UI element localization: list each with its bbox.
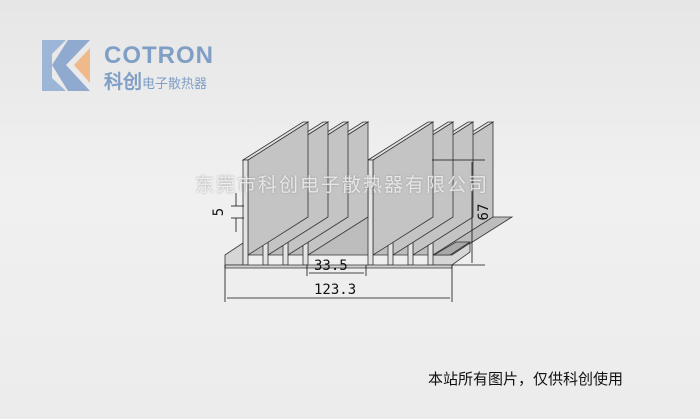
brand-subtitle: 科创电子散热器 xyxy=(104,71,208,93)
dimension-thickness: 5 xyxy=(211,208,227,216)
left-flange xyxy=(224,242,244,266)
heatsink-profile xyxy=(224,121,514,269)
dimension-total-width: 123.3 xyxy=(314,282,356,298)
dimension-lines xyxy=(224,159,485,302)
brand-name: COTRON xyxy=(104,42,214,69)
watermark: 东莞市科创电子散热器有限公司 xyxy=(195,174,490,196)
right-flange-top xyxy=(432,241,472,256)
usage-notice: 本站所有图片，仅供科创使用 xyxy=(428,370,624,388)
dimension-height: 67 xyxy=(476,204,492,221)
dimension-center-gap: 33.5 xyxy=(314,258,348,274)
cotron-logo-mark xyxy=(42,40,90,91)
